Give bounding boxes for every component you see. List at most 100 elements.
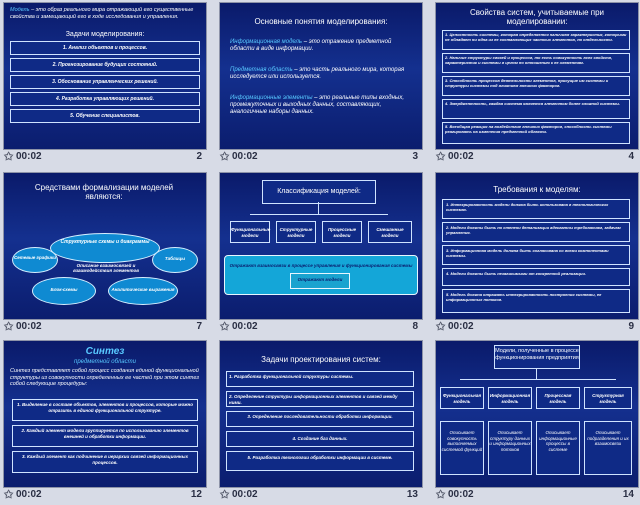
task-item: 3. Обоснование управленческих решений. (10, 75, 200, 89)
requirement-item: 4. Модели должны быть независимыми от ко… (442, 268, 630, 286)
slide-number: 8 (412, 321, 418, 332)
description-box-small: Отражают модели (290, 273, 350, 289)
formalization-oval: Таблицы (152, 247, 198, 273)
model-description: Описывает подразделения и их взаимосвязи (584, 421, 632, 475)
model-box: Структурная модель (584, 387, 632, 409)
slide-title: Требования к моделям: (493, 185, 581, 194)
slide-number: 12 (190, 489, 202, 500)
transition-star-icon[interactable]: ✩ (4, 489, 14, 501)
procedure-item: 2. Каждый элемент модели группируется по… (12, 425, 198, 447)
connector-line (318, 202, 319, 214)
transition-star-icon[interactable]: ✩ (4, 151, 14, 163)
task-item: 4. Разработка управляющих решений. (10, 92, 200, 106)
design-task-item: 3. Определение последовательности обрабо… (226, 411, 414, 427)
design-task-item: 2. Определение структуры информационных … (226, 391, 414, 407)
property-item: 4. Эмерджентность, каждая система являет… (442, 99, 630, 119)
slide-number: 9 (628, 321, 634, 332)
transition-star-icon[interactable]: ✩ (436, 321, 446, 333)
transition-star-icon[interactable]: ✩ (220, 489, 230, 501)
requirement-item: 5. Модель должна отражать интегрированно… (442, 289, 630, 313)
task-item: 5. Обучение специалистов. (10, 109, 200, 123)
slide-canvas: Модели, полученные в процессе функционир… (435, 340, 639, 488)
transition-star-icon[interactable]: ✩ (220, 321, 230, 333)
slide-thumbnail-7[interactable]: Средствами формализации моделей являются… (0, 170, 208, 336)
slide-number: 3 (412, 151, 418, 162)
slide-number: 4 (628, 151, 634, 162)
slide-footer: ✩ 00:02 12 (4, 488, 202, 502)
procedure-item: 1. Выделение в составе объектов, элемент… (12, 399, 198, 421)
model-box: Процессная модель (536, 387, 580, 409)
slide-title: Модели, полученные в процессе функционир… (494, 345, 580, 369)
slide-thumbnail-14[interactable]: Модели, полученные в процессе функционир… (432, 338, 640, 504)
slide-timing: 00:02 (232, 151, 258, 162)
slide-title: Классификация моделей: (262, 180, 376, 204)
formalization-oval: Структурные схемы и диаграммы (50, 233, 160, 263)
model-box: Функциональная модель (440, 387, 484, 409)
slide-paragraph: Информационные элементы – это реальные т… (230, 95, 405, 115)
model-box: Информационная модель (488, 387, 532, 409)
slide-thumbnail-9[interactable]: Требования к моделям: 1. Интегрированнос… (432, 170, 640, 336)
task-item: 1. Анализ объектов и процессов. (10, 41, 200, 55)
transition-star-icon[interactable]: ✩ (436, 151, 446, 163)
requirement-item: 3. Информационная модель должна быть сог… (442, 245, 630, 265)
slide-title: Задачи проектирования систем: (261, 355, 381, 364)
slide-thumbnail-2[interactable]: Модель – это образ реального мира отража… (0, 0, 208, 166)
connector-line (536, 369, 537, 379)
design-task-item: 4. Создание баз данных. (226, 431, 414, 447)
slide-canvas: Синтез предметной области Синтез предста… (3, 340, 207, 488)
formalization-oval: Блок-схемы (32, 277, 96, 305)
connector-line (460, 379, 616, 380)
task-item: 2. Прогнозирование будущих состояний. (10, 58, 200, 72)
slide-intro: Модель – это образ реального мира отража… (10, 7, 194, 20)
center-caption: Описание взаимосвязей и взаимодействия э… (73, 263, 139, 273)
slide-subtitle: предметной области (74, 359, 136, 365)
slide-thumbnail-3[interactable]: Основные понятия моделирования: Информац… (216, 0, 424, 166)
slide-timing: 00:02 (448, 321, 474, 332)
formalization-oval: Сетевые графики (12, 247, 58, 273)
slide-timing: 00:02 (16, 151, 42, 162)
slide-number: 2 (196, 151, 202, 162)
slide-thumbnail-12[interactable]: Синтез предметной области Синтез предста… (0, 338, 208, 504)
property-item: 2. Наличие структуры связей и процессов,… (442, 53, 630, 73)
model-type-box: Структурные модели (276, 221, 316, 243)
slide-canvas: Задачи проектирования систем: 1. Разрабо… (219, 340, 423, 488)
slide-timing: 00:02 (16, 321, 42, 332)
requirement-item: 1. Интегрированность модели должна быть … (442, 199, 630, 219)
model-type-box: Процессные модели (322, 221, 362, 243)
model-description: Описывает структуру данных и информацион… (488, 421, 532, 475)
slide-paragraph: Информационная модель – это отражение пр… (230, 39, 392, 52)
slide-footer: ✩ 00:02 14 (436, 488, 634, 502)
slide-intro: Синтез представляет собой процесс создан… (10, 368, 199, 387)
slide-canvas: Свойства систем, учитываемые при моделир… (435, 2, 639, 150)
slide-timing: 00:02 (232, 321, 258, 332)
model-type-box: Смешанные модели (368, 221, 412, 243)
transition-star-icon[interactable]: ✩ (436, 489, 446, 501)
transition-star-icon[interactable]: ✩ (220, 151, 230, 163)
slide-timing: 00:02 (232, 489, 258, 500)
property-item: 1. Целостность системы, которая определя… (442, 30, 630, 50)
design-task-item: 1. Разработка функциональной структуры с… (226, 371, 414, 387)
transition-star-icon[interactable]: ✩ (4, 321, 14, 333)
formalization-oval: Аналитические выражения (108, 277, 178, 305)
slide-timing: 00:02 (16, 489, 42, 500)
slide-footer: ✩ 00:02 3 (220, 150, 418, 164)
model-description: Описывает совокупность выполняемых систе… (440, 421, 484, 475)
procedure-item: 3. Каждый элемент как подчинение в иерар… (12, 451, 198, 473)
property-item: 5. Всеобщая реакция на воздействие внешн… (442, 122, 630, 144)
slide-thumbnail-4[interactable]: Свойства систем, учитываемые при моделир… (432, 0, 640, 166)
slide-thumbnail-8[interactable]: Классификация моделей: Функциональные мо… (216, 170, 424, 336)
slide-footer: ✩ 00:02 4 (436, 150, 634, 164)
slide-title: Свойства систем, учитываемые при моделир… (469, 8, 605, 26)
model-description: Описывает информационные процессы в сист… (536, 421, 580, 475)
slide-footer: ✩ 00:02 13 (220, 488, 418, 502)
slide-footer: ✩ 00:02 7 (4, 320, 202, 334)
slide-canvas: Модель – это образ реального мира отража… (3, 2, 207, 150)
slide-canvas: Средствами формализации моделей являются… (3, 172, 207, 320)
slide-footer: ✩ 00:02 2 (4, 150, 202, 164)
slide-thumbnail-13[interactable]: Задачи проектирования систем: 1. Разрабо… (216, 338, 424, 504)
slide-number: 7 (196, 321, 202, 332)
slide-title: Основные понятия моделирования: (254, 17, 388, 26)
slide-canvas: Требования к моделям: 1. Интегрированнос… (435, 172, 639, 320)
connector-line (250, 214, 388, 215)
